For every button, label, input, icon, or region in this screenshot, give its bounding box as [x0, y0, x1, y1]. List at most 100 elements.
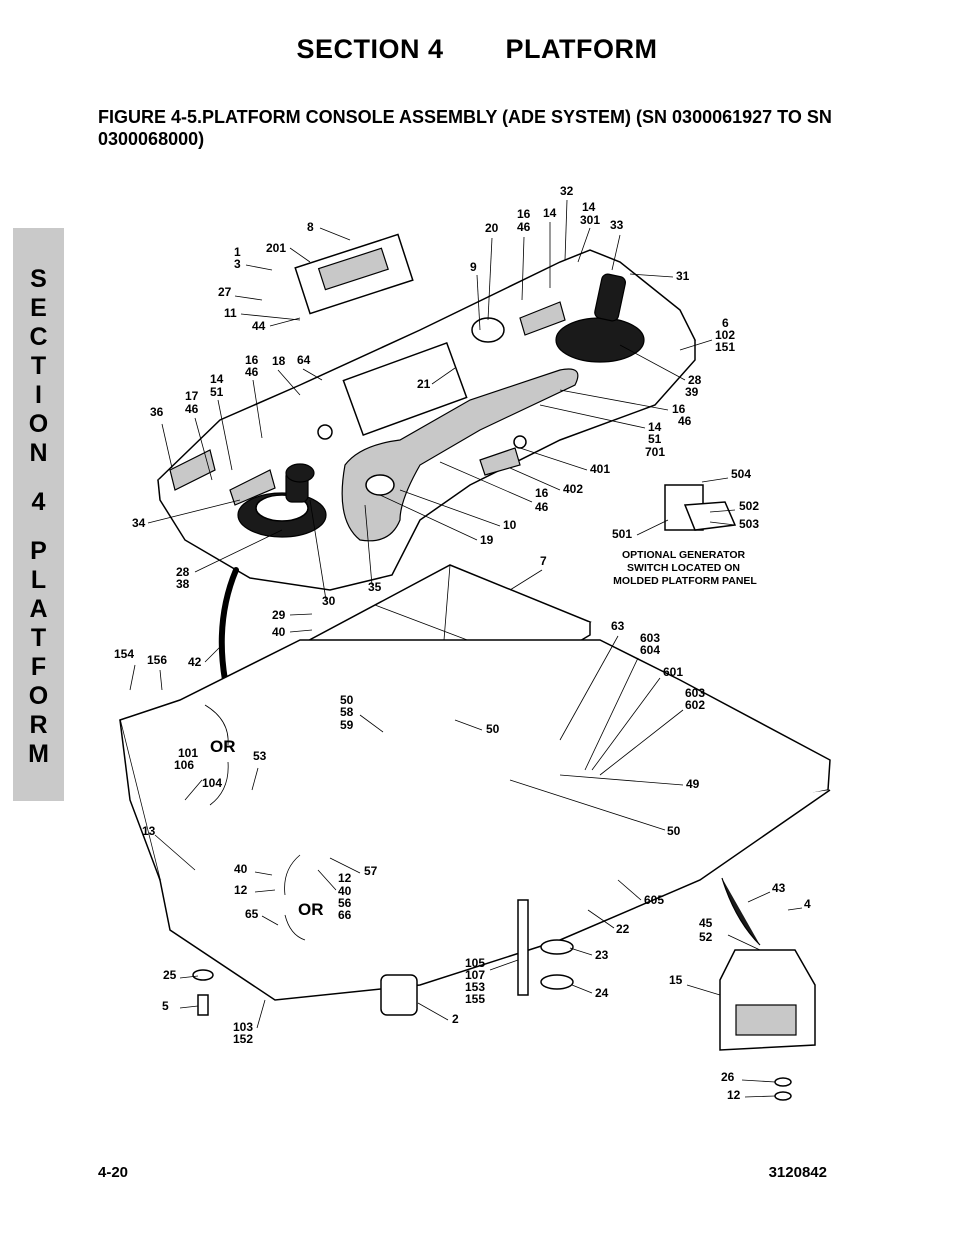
leader-line [234, 295, 263, 301]
callout-49: 49 [686, 777, 700, 791]
callout-401: 401 [590, 462, 610, 476]
callout-105: 105 [465, 956, 485, 970]
callout-14b: 14 [582, 200, 596, 214]
callout-3: 3 [234, 257, 241, 271]
callout-42: 42 [188, 655, 202, 669]
leader-line [701, 477, 729, 483]
leader-line [302, 368, 323, 381]
leader-line [559, 774, 684, 786]
callout-16d: 16 [245, 353, 259, 367]
callout-701: 701 [645, 445, 665, 459]
side-tab-letter: I [35, 381, 42, 409]
leader-line [194, 529, 283, 573]
leader-line [709, 509, 736, 513]
leader-line [159, 669, 163, 691]
callout-30: 30 [322, 594, 336, 608]
side-tab-letter: T [30, 624, 47, 652]
leader-line [569, 947, 593, 956]
leader-line [277, 369, 301, 396]
document-number: 3120842 [768, 1164, 827, 1181]
leader-line [591, 677, 661, 771]
page-number: 4-20 [98, 1164, 129, 1181]
leader-line [509, 569, 543, 591]
side-tab-letter: M [28, 740, 49, 768]
leader-line [254, 871, 273, 876]
side-tab-letter: L [30, 566, 47, 594]
leader-line [476, 274, 481, 331]
callout-156: 156 [147, 653, 167, 667]
section-number: SECTION 4 [296, 34, 444, 64]
side-tab-letter: 4 [31, 488, 46, 516]
leader-line [289, 613, 313, 616]
callout-46d: 46 [245, 365, 259, 379]
leader-line [509, 779, 666, 831]
callout-44: 44 [252, 319, 266, 333]
callout-40b: 40 [234, 862, 248, 876]
callout-34: 34 [132, 516, 146, 530]
leader-line [519, 447, 588, 471]
leader-line [179, 975, 199, 979]
callout-104: 104 [202, 776, 222, 790]
callout-59: 59 [340, 718, 354, 732]
callout-5: 5 [162, 999, 169, 1013]
leader-line [454, 719, 483, 731]
or-label-lower: OR [298, 900, 324, 919]
callout-14c: 14 [648, 420, 662, 434]
callout-101: 101 [178, 746, 198, 760]
side-tab-letter: O [28, 682, 49, 710]
callout-8: 8 [307, 220, 314, 234]
leader-line [217, 399, 233, 471]
callout-14d: 14 [210, 372, 224, 386]
leader-line [184, 779, 203, 801]
leader-line [587, 909, 615, 929]
callout-601: 601 [663, 665, 683, 679]
callout-56: 56 [338, 896, 352, 910]
callout-45: 45 [699, 916, 713, 930]
leader-line [329, 857, 361, 874]
leader-line [559, 389, 669, 411]
leader-line [309, 499, 327, 601]
callout-12b: 12 [338, 871, 352, 885]
leader-line [240, 313, 301, 321]
callout-32: 32 [560, 184, 574, 198]
leader-line [584, 657, 639, 771]
callout-17: 17 [185, 389, 199, 403]
leader-line [129, 664, 136, 691]
callout-16c: 16 [535, 486, 549, 500]
callout-18: 18 [272, 354, 286, 368]
leader-line [154, 834, 196, 871]
leader-line [741, 1079, 776, 1083]
callout-102: 102 [715, 328, 735, 342]
callout-63: 63 [611, 619, 625, 633]
leader-line [439, 461, 533, 503]
leader-line [204, 644, 223, 663]
callout-50a: 50 [340, 693, 354, 707]
callout-51b: 51 [210, 385, 224, 399]
callout-154: 154 [114, 647, 134, 661]
generator-note-line: MOLDED PLATFORM PANEL [613, 575, 757, 587]
callout-12c: 12 [727, 1088, 741, 1102]
leader-line [194, 417, 213, 481]
side-tab-letter: E [30, 294, 47, 322]
side-tab-letter: T [30, 352, 47, 380]
callout-4: 4 [804, 897, 811, 911]
generator-note-line: SWITCH LOCATED ON [627, 562, 740, 574]
side-tab-letter: F [30, 653, 47, 681]
callout-605: 605 [644, 893, 664, 907]
leader-line [147, 499, 241, 524]
leader-line [559, 635, 619, 741]
leader-line [254, 889, 276, 893]
callout-50c: 50 [667, 824, 681, 838]
callout-152: 152 [233, 1032, 253, 1046]
callout-40c: 40 [338, 884, 352, 898]
callout-603b: 603 [685, 686, 705, 700]
callout-6: 6 [722, 316, 729, 330]
callout-107: 107 [465, 968, 485, 982]
callout-19: 19 [480, 533, 494, 547]
callout-503: 503 [739, 517, 759, 531]
leader-line [261, 915, 279, 926]
callout-38: 38 [176, 577, 190, 591]
section-name: PLATFORM [505, 34, 658, 64]
callout-50b: 50 [486, 722, 500, 736]
